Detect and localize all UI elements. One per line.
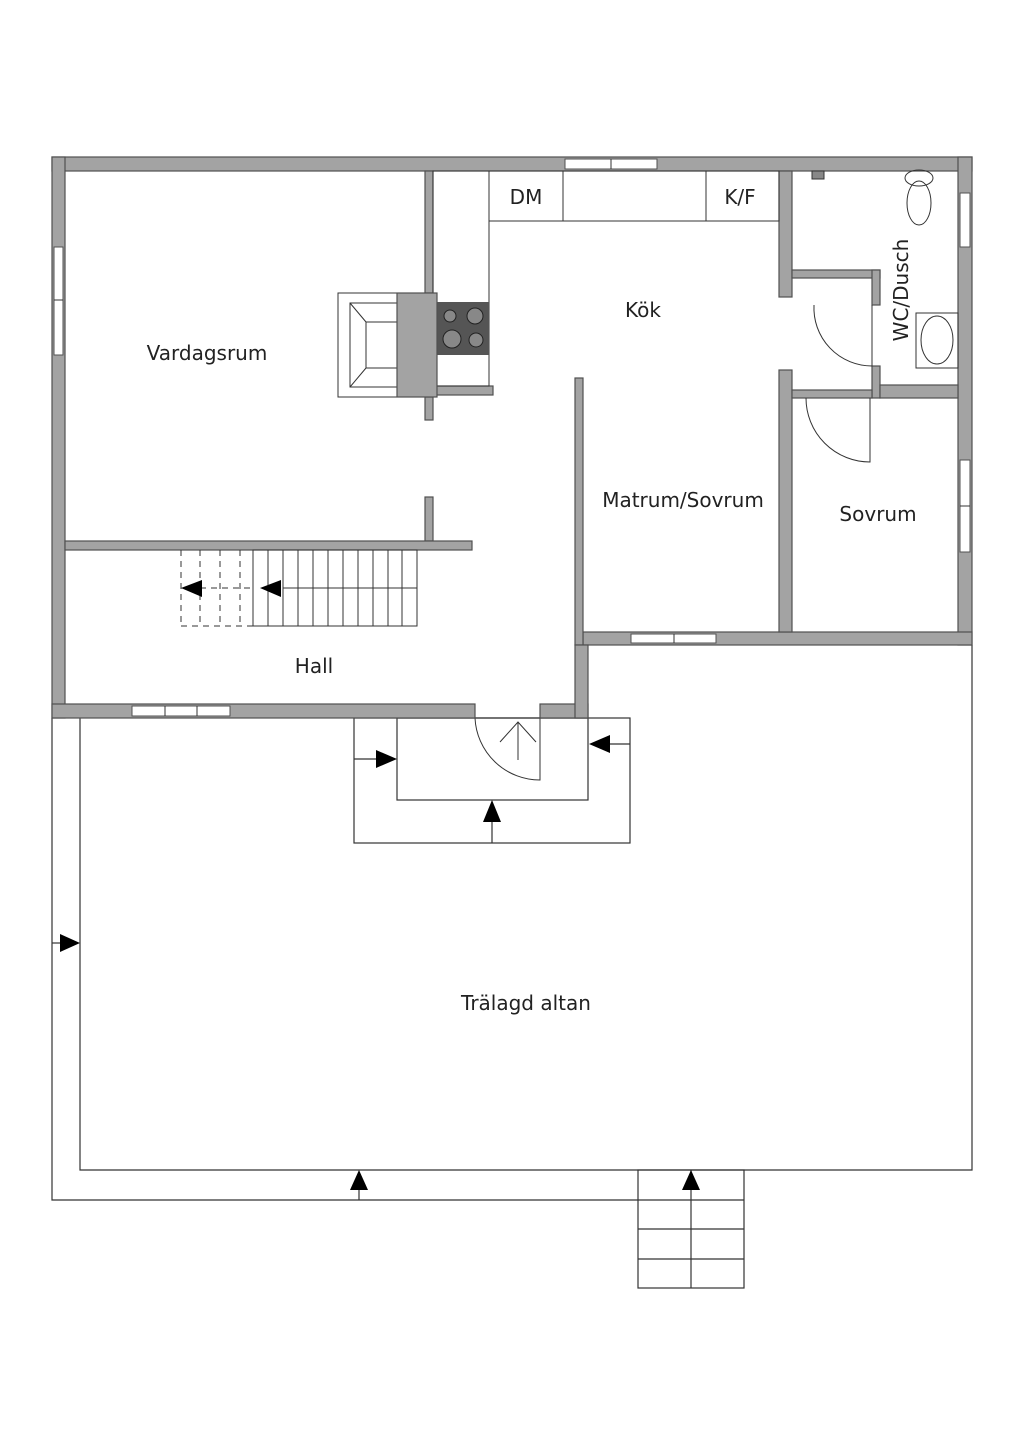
walls [51, 156, 973, 719]
toilet-icon [904, 169, 934, 226]
arrow-icon [52, 934, 700, 1200]
room-label-sovrum: Sovrum [839, 502, 916, 526]
door-swings [805, 304, 873, 463]
room-label-tralagd-altan: Trälagd altan [460, 991, 591, 1015]
room-label-hall: Hall [295, 654, 333, 678]
stove-icon [437, 302, 489, 355]
entrance-steps [353, 717, 631, 844]
kitchen-counters [432, 170, 780, 387]
fireplace-icon [337, 292, 438, 398]
room-label-matrum-sovrum: Matrum/Sovrum [602, 488, 764, 512]
shower-icon [811, 170, 825, 180]
room-label-wc-dusch: WC/Dusch [889, 239, 913, 342]
staircase [180, 549, 418, 627]
sink-icon [915, 312, 959, 369]
room-label-kok: Kök [625, 298, 661, 322]
appliance-label-kf: K/F [724, 185, 755, 209]
appliance-label-dm: DM [510, 185, 543, 209]
deck [51, 645, 973, 1289]
room-label-vardagsrum: Vardagsrum [147, 341, 268, 365]
windows [53, 158, 971, 717]
